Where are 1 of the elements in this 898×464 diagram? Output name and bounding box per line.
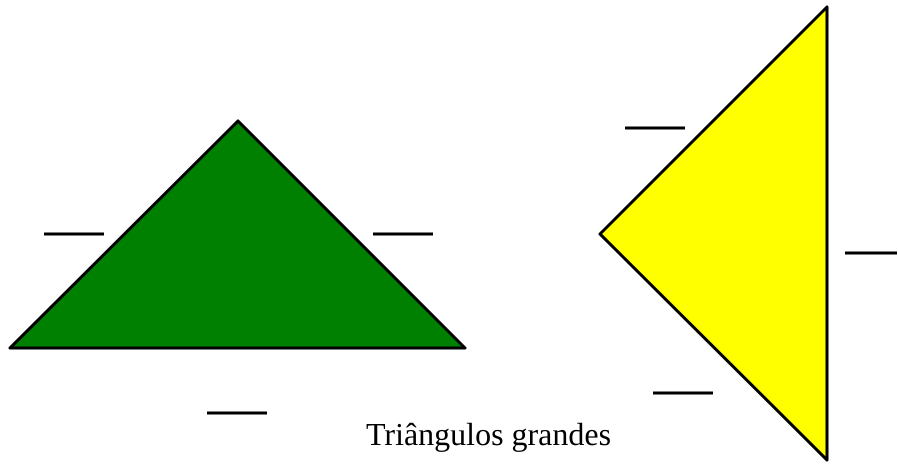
caption: Triângulos grandes: [366, 415, 612, 454]
